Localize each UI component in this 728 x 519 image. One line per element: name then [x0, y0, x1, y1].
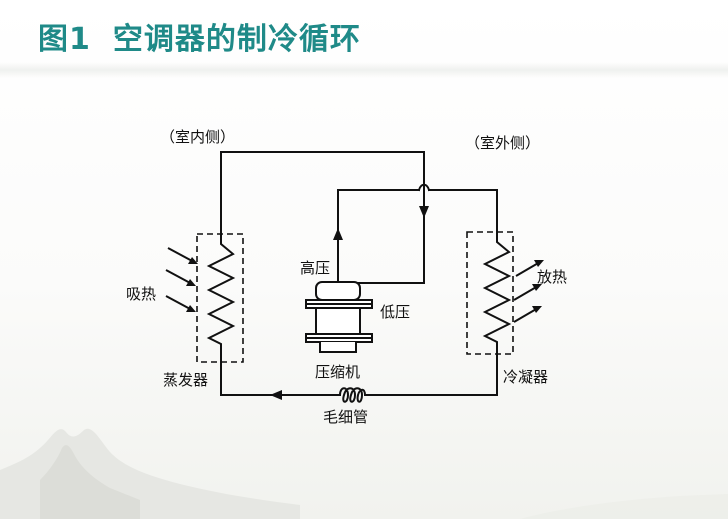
page-title: 图1 空调器的制冷循环	[38, 14, 361, 58]
outdoor-side-label: （室外侧）	[465, 134, 541, 152]
evaporator-coil	[206, 231, 236, 363]
compressor-label: 压缩机	[315, 363, 361, 381]
flow-arrow-left	[270, 390, 282, 400]
condenser-label: 冷凝器	[503, 368, 549, 386]
high-pressure-label: 高压	[300, 259, 331, 277]
condenser-enclosure	[466, 231, 514, 355]
capillary-tube-label: 毛细管	[323, 408, 369, 426]
heat-release-arrows	[513, 261, 541, 323]
heat-release-label: 放热	[537, 268, 568, 286]
flow-arrow-up	[333, 228, 343, 240]
compressor	[305, 281, 373, 353]
low-pressure-label: 低压	[380, 303, 411, 321]
pipe-low-pressure-return	[337, 195, 425, 284]
pipe-bottom-right	[364, 359, 498, 396]
evaporator-enclosure	[196, 233, 244, 363]
indoor-side-label: （室内侧）	[160, 128, 236, 146]
pipe-high-pressure-outlet	[337, 189, 498, 284]
header-divider-band	[0, 62, 728, 78]
pipe-bottom-left	[220, 361, 341, 396]
flow-arrow-down	[419, 206, 429, 218]
heat-absorb-arrows	[165, 247, 195, 311]
pipe-top	[220, 151, 425, 233]
figure-title: 空调器的制冷循环	[112, 22, 361, 57]
condenser-coil	[482, 231, 512, 361]
evaporator-label: 蒸发器	[163, 371, 209, 389]
heat-absorb-label: 吸热	[126, 285, 157, 303]
figure-number: 图1	[38, 22, 91, 57]
capillary-tube-coil	[338, 387, 367, 403]
